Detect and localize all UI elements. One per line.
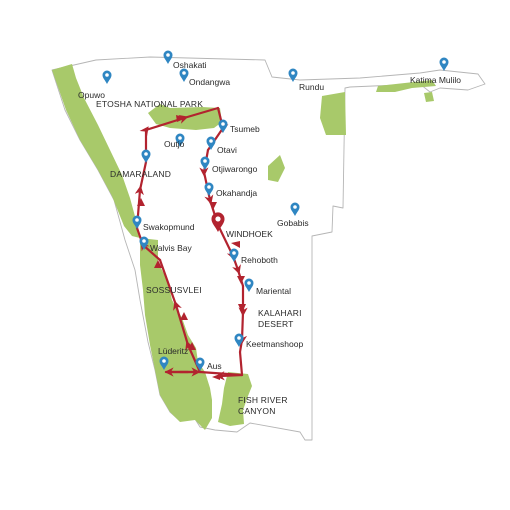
label-okahandja: Okahandja bbox=[216, 188, 257, 198]
label-kalahari-line1: KALAHARI bbox=[258, 308, 302, 318]
label-swakopmund: Swakopmund bbox=[143, 222, 195, 232]
label-ondangwa: Ondangwa bbox=[189, 77, 230, 87]
arrowhead bbox=[231, 241, 240, 248]
label-rundu: Rundu bbox=[299, 82, 324, 92]
fish-river-park bbox=[218, 372, 252, 426]
label-keetmanshoop: Keetmanshoop bbox=[246, 339, 303, 349]
arrowhead bbox=[237, 276, 245, 284]
label-katima-mulilo: Katima Mulilo bbox=[410, 75, 461, 85]
label-otavi: Otavi bbox=[217, 145, 237, 155]
label-outjo: Outjo bbox=[164, 139, 185, 149]
arrowhead bbox=[188, 342, 196, 350]
region-labels: ETOSHA NATIONAL PARK DAMARALAND SOSSUSVL… bbox=[96, 99, 302, 416]
route-segment-fishriver-aus bbox=[198, 370, 244, 377]
label-walvis-bay: Walvis Bay bbox=[150, 243, 192, 253]
label-luderitz: Lüderitz bbox=[158, 346, 188, 356]
katima-mulilo-pin[interactable] bbox=[439, 57, 449, 72]
route-segment-aus-sossusvlei bbox=[158, 258, 202, 374]
arrowhead bbox=[238, 304, 246, 313]
route-arrowheads bbox=[137, 115, 246, 380]
label-kalahari-line2: DESERT bbox=[258, 319, 294, 329]
arrowhead bbox=[154, 260, 162, 268]
route-segment-damaraland-etosha bbox=[139, 106, 220, 164]
route-segment-swakopmund-damaraland bbox=[134, 160, 148, 230]
label-etosha: ETOSHA NATIONAL PARK bbox=[96, 99, 203, 109]
arrowhead bbox=[137, 198, 145, 206]
waterberg-park bbox=[268, 155, 285, 182]
country-border bbox=[51, 56, 486, 441]
kavango-park bbox=[320, 92, 346, 135]
label-rehoboth: Rehoboth bbox=[241, 255, 278, 265]
zambezi-park-small bbox=[424, 92, 434, 102]
skeleton-coast-park bbox=[52, 64, 140, 238]
label-mariental: Mariental bbox=[256, 286, 291, 296]
label-sossusvlei: SOSSUSVLEI bbox=[146, 285, 202, 295]
label-otjiwarongo: Otjiwarongo bbox=[212, 164, 258, 174]
zambezi-park bbox=[376, 80, 436, 92]
arrowhead bbox=[176, 115, 186, 122]
arrowhead bbox=[209, 202, 217, 210]
label-fish-river-line2: CANYON bbox=[238, 406, 276, 416]
arrowhead bbox=[212, 374, 220, 380]
arrowhead bbox=[180, 312, 188, 320]
label-tsumeb: Tsumeb bbox=[230, 124, 260, 134]
route-segment-mariental-keetmanshoop bbox=[237, 284, 248, 354]
label-aus: Aus bbox=[207, 361, 222, 371]
label-fish-river-line1: FISH RIVER bbox=[238, 395, 288, 405]
label-damaraland: DAMARALAND bbox=[110, 169, 171, 179]
label-oshakati: Oshakati bbox=[173, 60, 207, 70]
label-gobabis: Gobabis bbox=[277, 218, 309, 228]
place-labels: Opuwo Oshakati Ondangwa Rundu Katima Mul… bbox=[78, 60, 461, 371]
label-windhoek: WINDHOEK bbox=[226, 229, 273, 239]
label-opuwo: Opuwo bbox=[78, 90, 105, 100]
